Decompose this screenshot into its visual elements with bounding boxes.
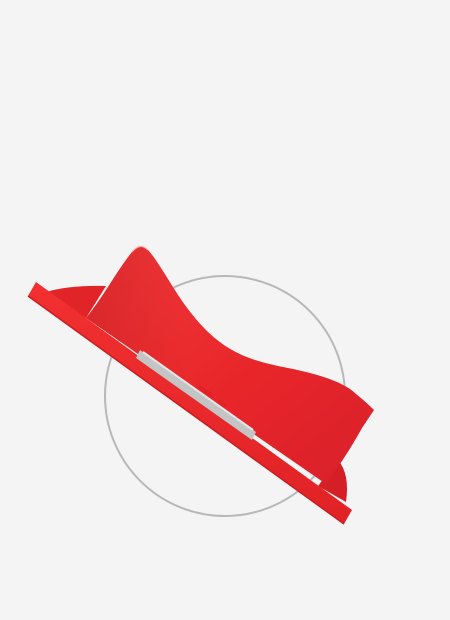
mounting-slot [136,350,256,440]
base-plate-edge [27,295,345,525]
fin-body-shading [86,246,374,484]
fin-edge-highlight [131,245,149,253]
fin-back-cap-left [46,285,106,318]
base-plate [28,282,352,524]
fin-back-cap-right [318,460,347,502]
